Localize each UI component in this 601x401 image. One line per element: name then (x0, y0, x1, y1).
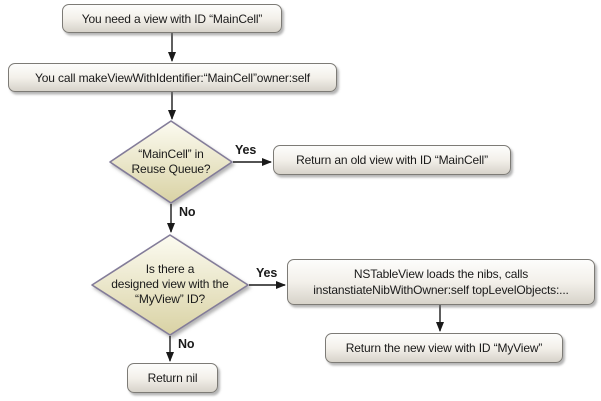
decision-designed-shape (91, 234, 249, 336)
return-nil-text: Return nil (147, 371, 198, 385)
call-make-box: You call makeViewWithIdentifier:“MainCel… (8, 63, 337, 92)
call-make-text: You call makeViewWithIdentifier:“MainCel… (35, 70, 310, 85)
decision-reuse-shape (109, 120, 233, 204)
edge-label-reuse-yes: Yes (235, 143, 257, 157)
edge-label-designed-yes: Yes (256, 266, 278, 280)
edge-label-reuse-no: No (179, 205, 196, 219)
load-nibs-box: NSTableView loads the nibs, calls instan… (287, 259, 595, 305)
return-new-text: Return the new view with ID “MyView” (345, 341, 543, 355)
decision-reuse-text: “MainCell” in Reuse Queue? (131, 147, 211, 176)
return-old-box: Return an old view with ID “MainCell” (273, 145, 511, 175)
edge-label-designed-no: No (178, 337, 195, 351)
need-view-text: You need a view with ID “MainCell” (81, 11, 263, 26)
return-old-text: Return an old view with ID “MainCell” (296, 153, 488, 167)
need-view-box: You need a view with ID “MainCell” (62, 4, 282, 33)
return-nil-box: Return nil (127, 363, 218, 393)
decision-designed-text: Is there a designed view with the “MyVie… (111, 262, 229, 306)
return-new-box: Return the new view with ID “MyView” (325, 333, 563, 363)
